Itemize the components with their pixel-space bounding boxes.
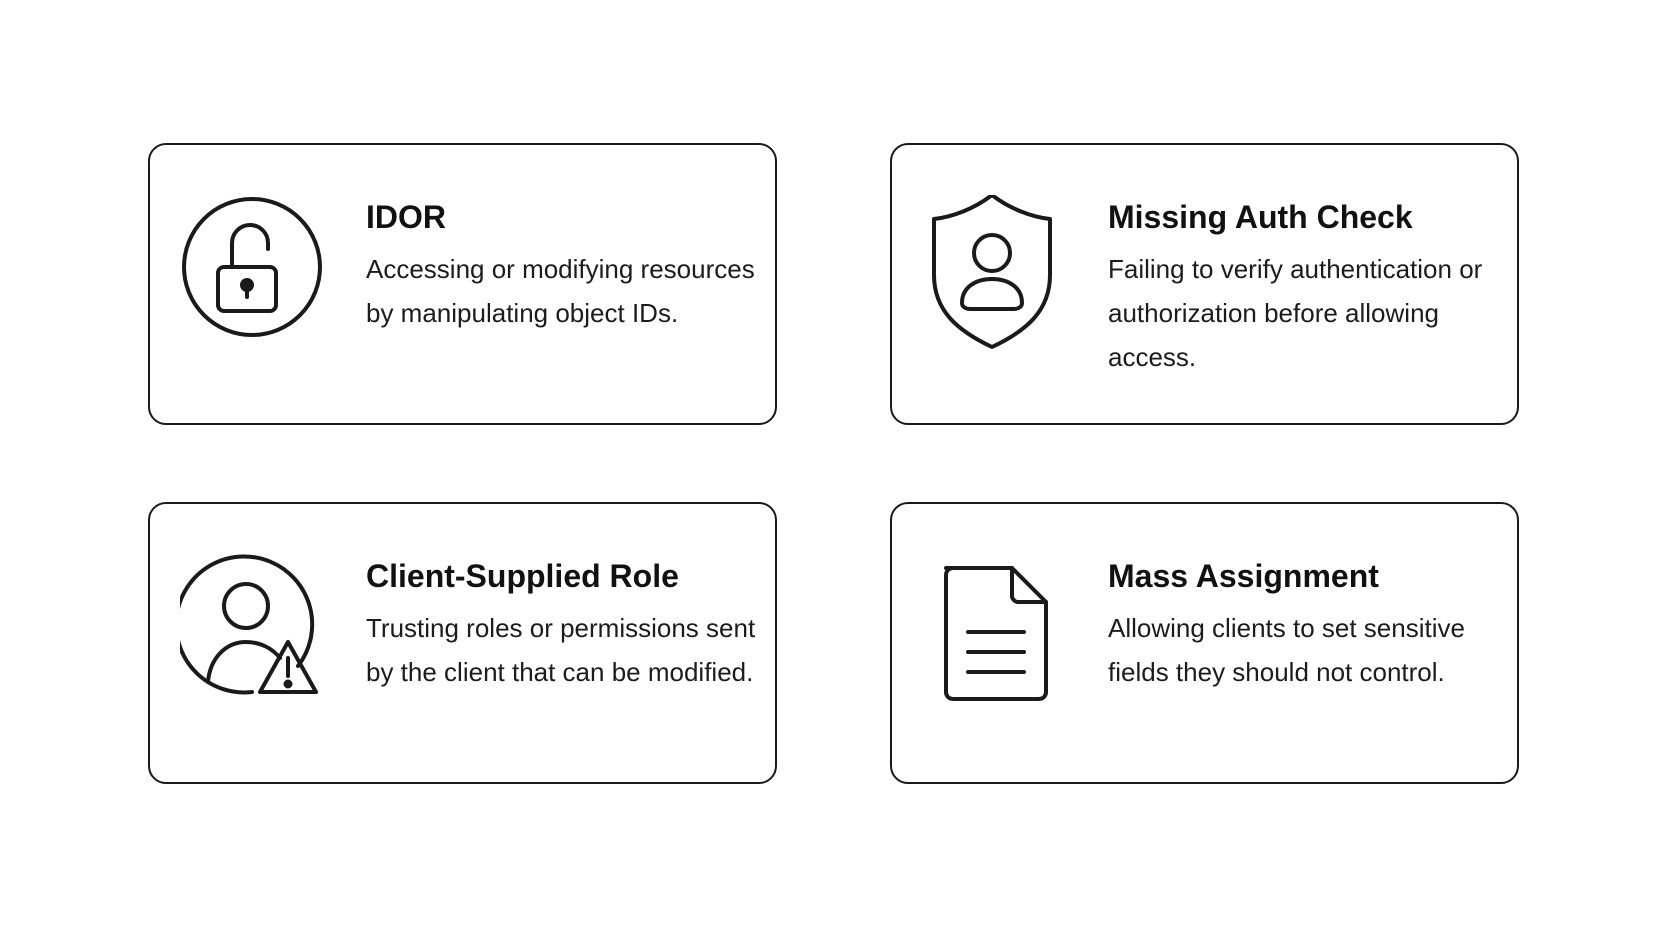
user-warning-icon bbox=[180, 554, 340, 714]
card-missing-auth-check: Missing Auth Check Failing to verify aut… bbox=[890, 143, 1519, 425]
card-mass-assignment: Mass Assignment Allowing clients to set … bbox=[890, 502, 1519, 784]
shield-user-icon bbox=[922, 195, 1082, 355]
card-idor: IDOR Accessing or modifying resources by… bbox=[148, 143, 777, 425]
card-description: Failing to verify authentication or auth… bbox=[1108, 254, 1483, 372]
unlocked-padlock-icon bbox=[180, 195, 340, 355]
document-icon bbox=[922, 554, 1082, 714]
card-client-supplied-role: Client-Supplied Role Trusting roles or p… bbox=[148, 502, 777, 784]
card-description: Trusting roles or permissions sent by th… bbox=[366, 613, 756, 687]
card-title: Missing Auth Check bbox=[1108, 199, 1413, 235]
card-title: IDOR bbox=[366, 199, 446, 235]
card-description: Accessing or modifying resources by mani… bbox=[366, 254, 755, 328]
card-title: Mass Assignment bbox=[1108, 558, 1379, 594]
card-description: Allowing clients to set sensitive fields… bbox=[1108, 613, 1465, 687]
card-title: Client-Supplied Role bbox=[366, 558, 679, 594]
